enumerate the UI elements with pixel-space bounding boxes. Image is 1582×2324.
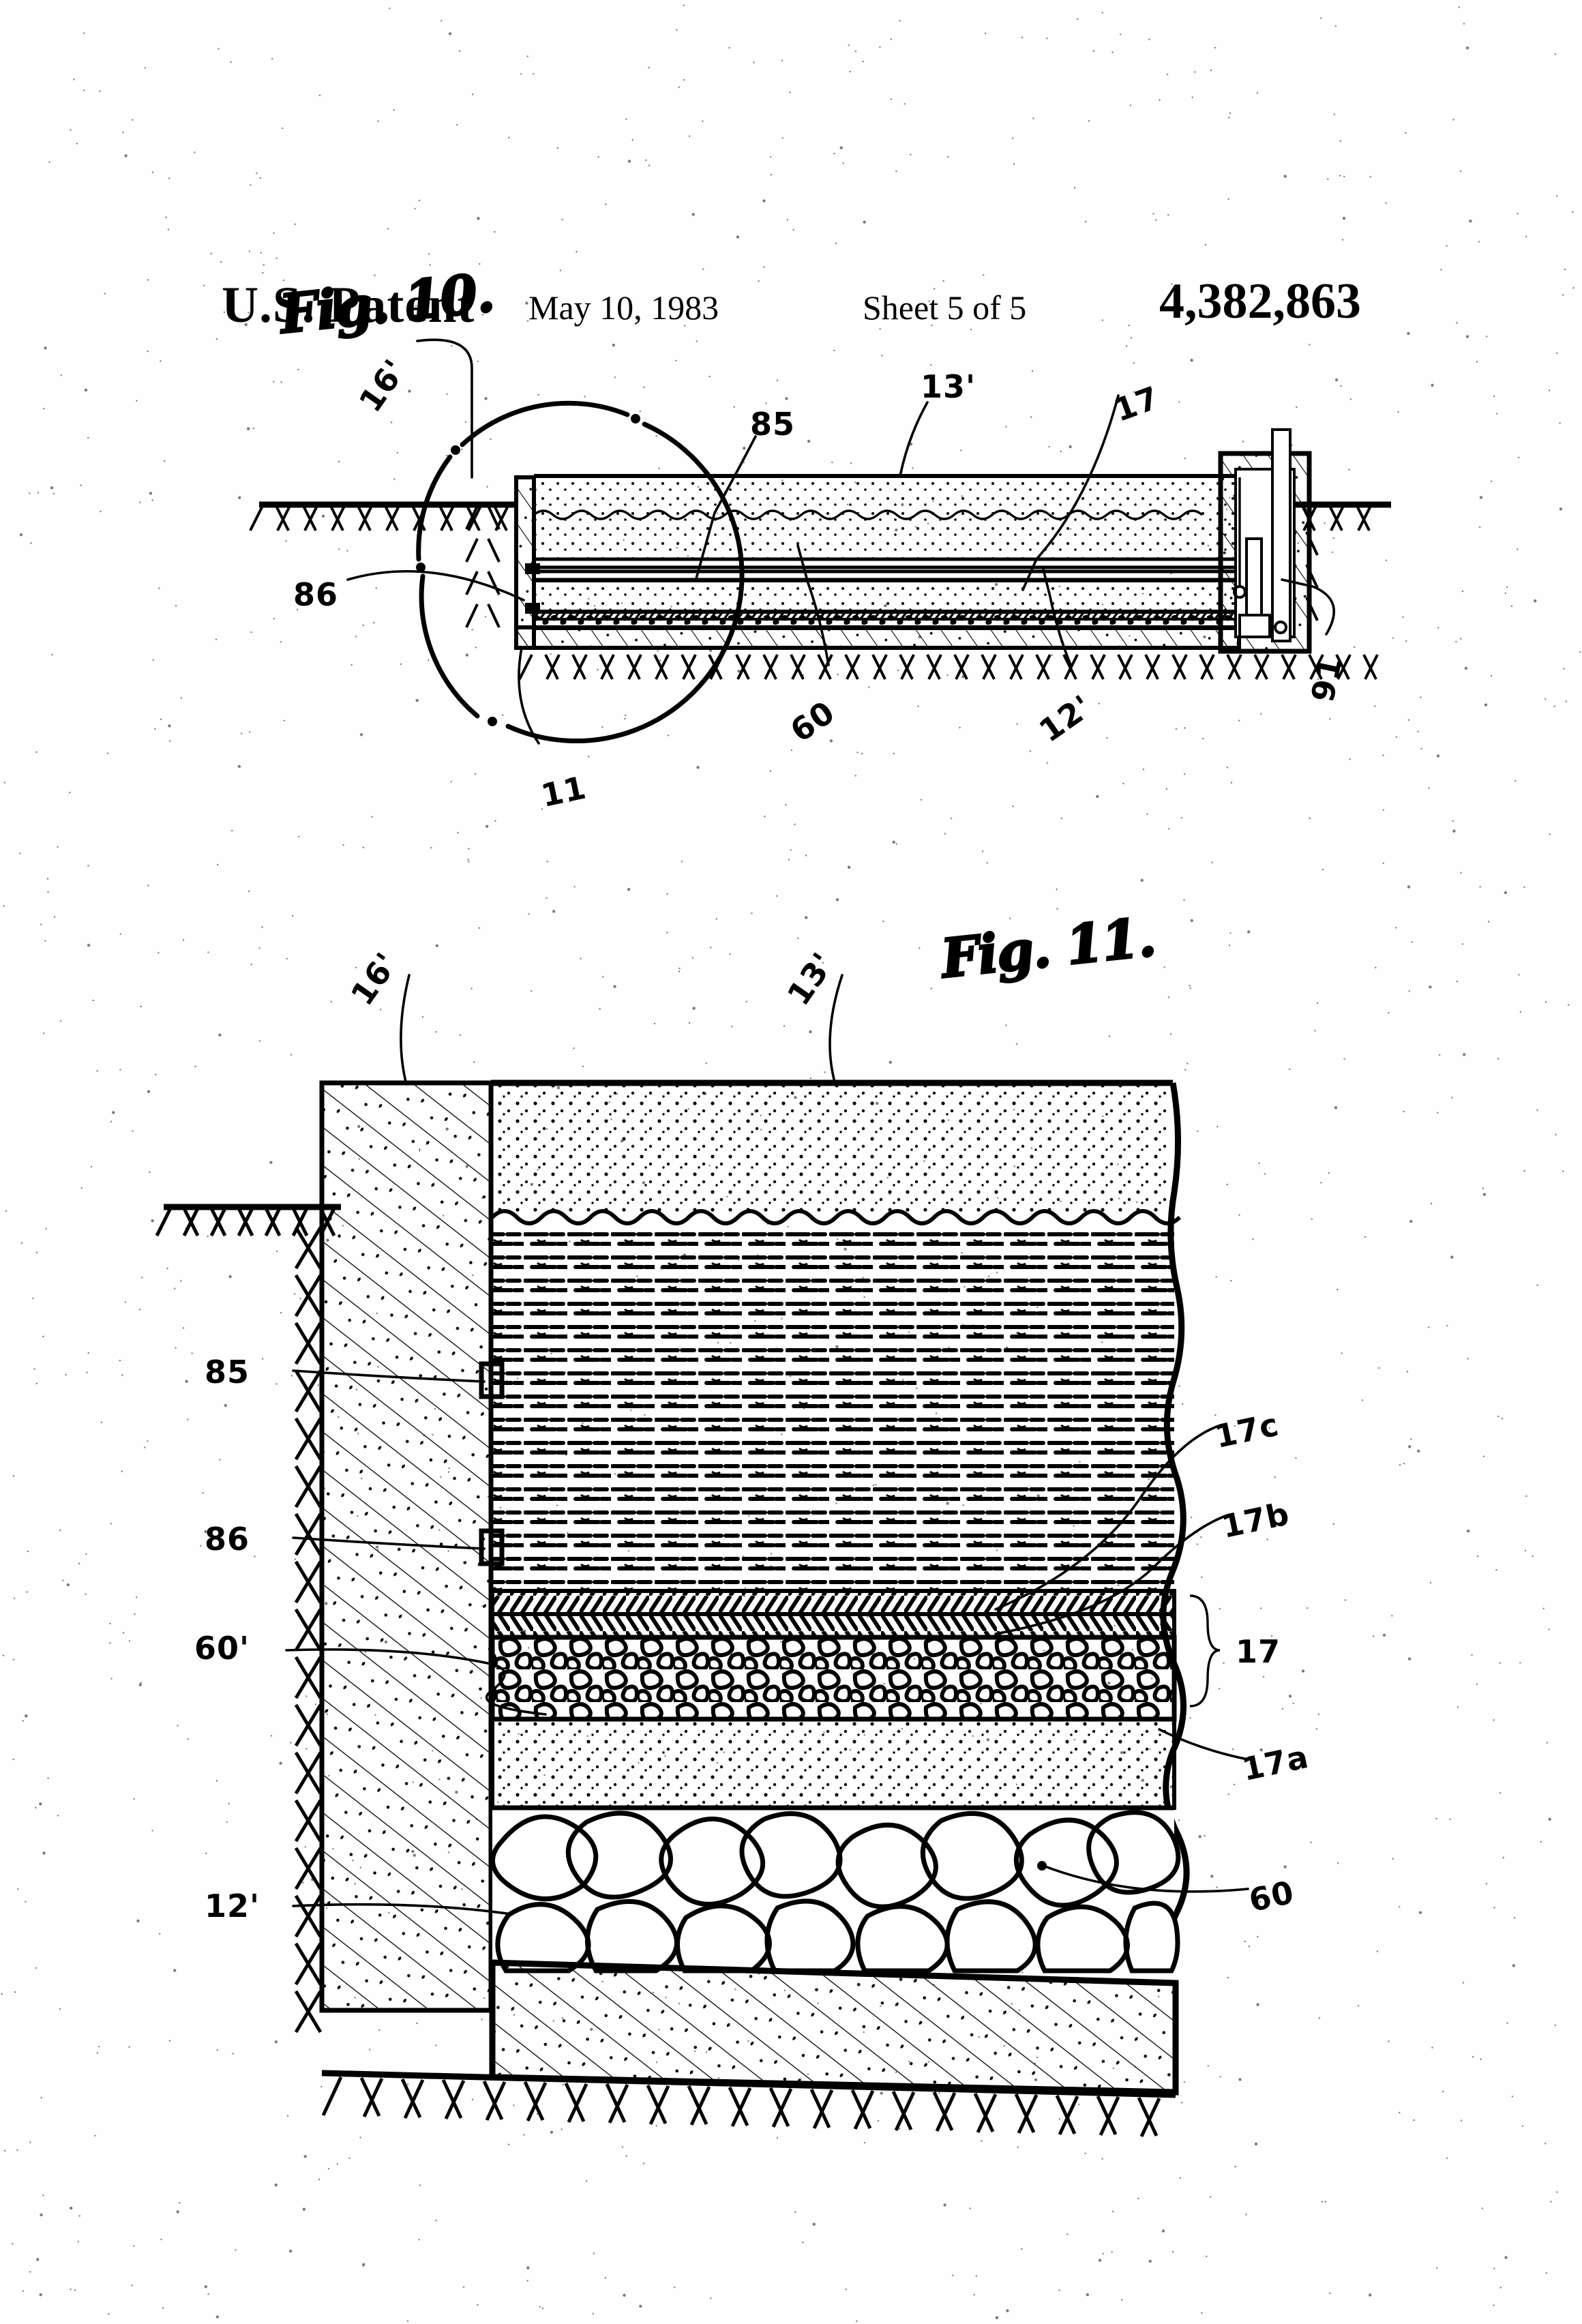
fig11-earth-left xyxy=(296,1227,320,2032)
fig11-leader-13prime xyxy=(830,975,842,1084)
bracket-17 xyxy=(1190,1596,1220,1706)
ref-fig11-60prime: 60' xyxy=(194,1630,250,1667)
fig11-ground-hatch xyxy=(157,1208,334,1236)
ref-fig11-85: 85 xyxy=(205,1354,250,1390)
ref-fig11-86: 86 xyxy=(205,1521,250,1558)
fig11-gravel-band xyxy=(492,1637,1174,1719)
ref-fig11-17: 17 xyxy=(1236,1633,1281,1670)
fig11-growing-medium xyxy=(492,1084,1180,1589)
fig11-layer-17a xyxy=(492,1719,1174,1808)
fig11-base-slab-12prime xyxy=(492,1963,1176,2092)
ref-fig11-12prime: 12' xyxy=(205,1888,260,1924)
fig11-layer-17b xyxy=(492,1614,1174,1637)
fig11-leader-60-dot xyxy=(1037,1861,1047,1871)
fig11-leader-16prime xyxy=(401,975,409,1084)
fig11-soil-texture xyxy=(492,1227,1174,1589)
fig11-layer-17c xyxy=(492,1591,1174,1614)
fig11-cobble-layer-60 xyxy=(492,1808,1178,1971)
